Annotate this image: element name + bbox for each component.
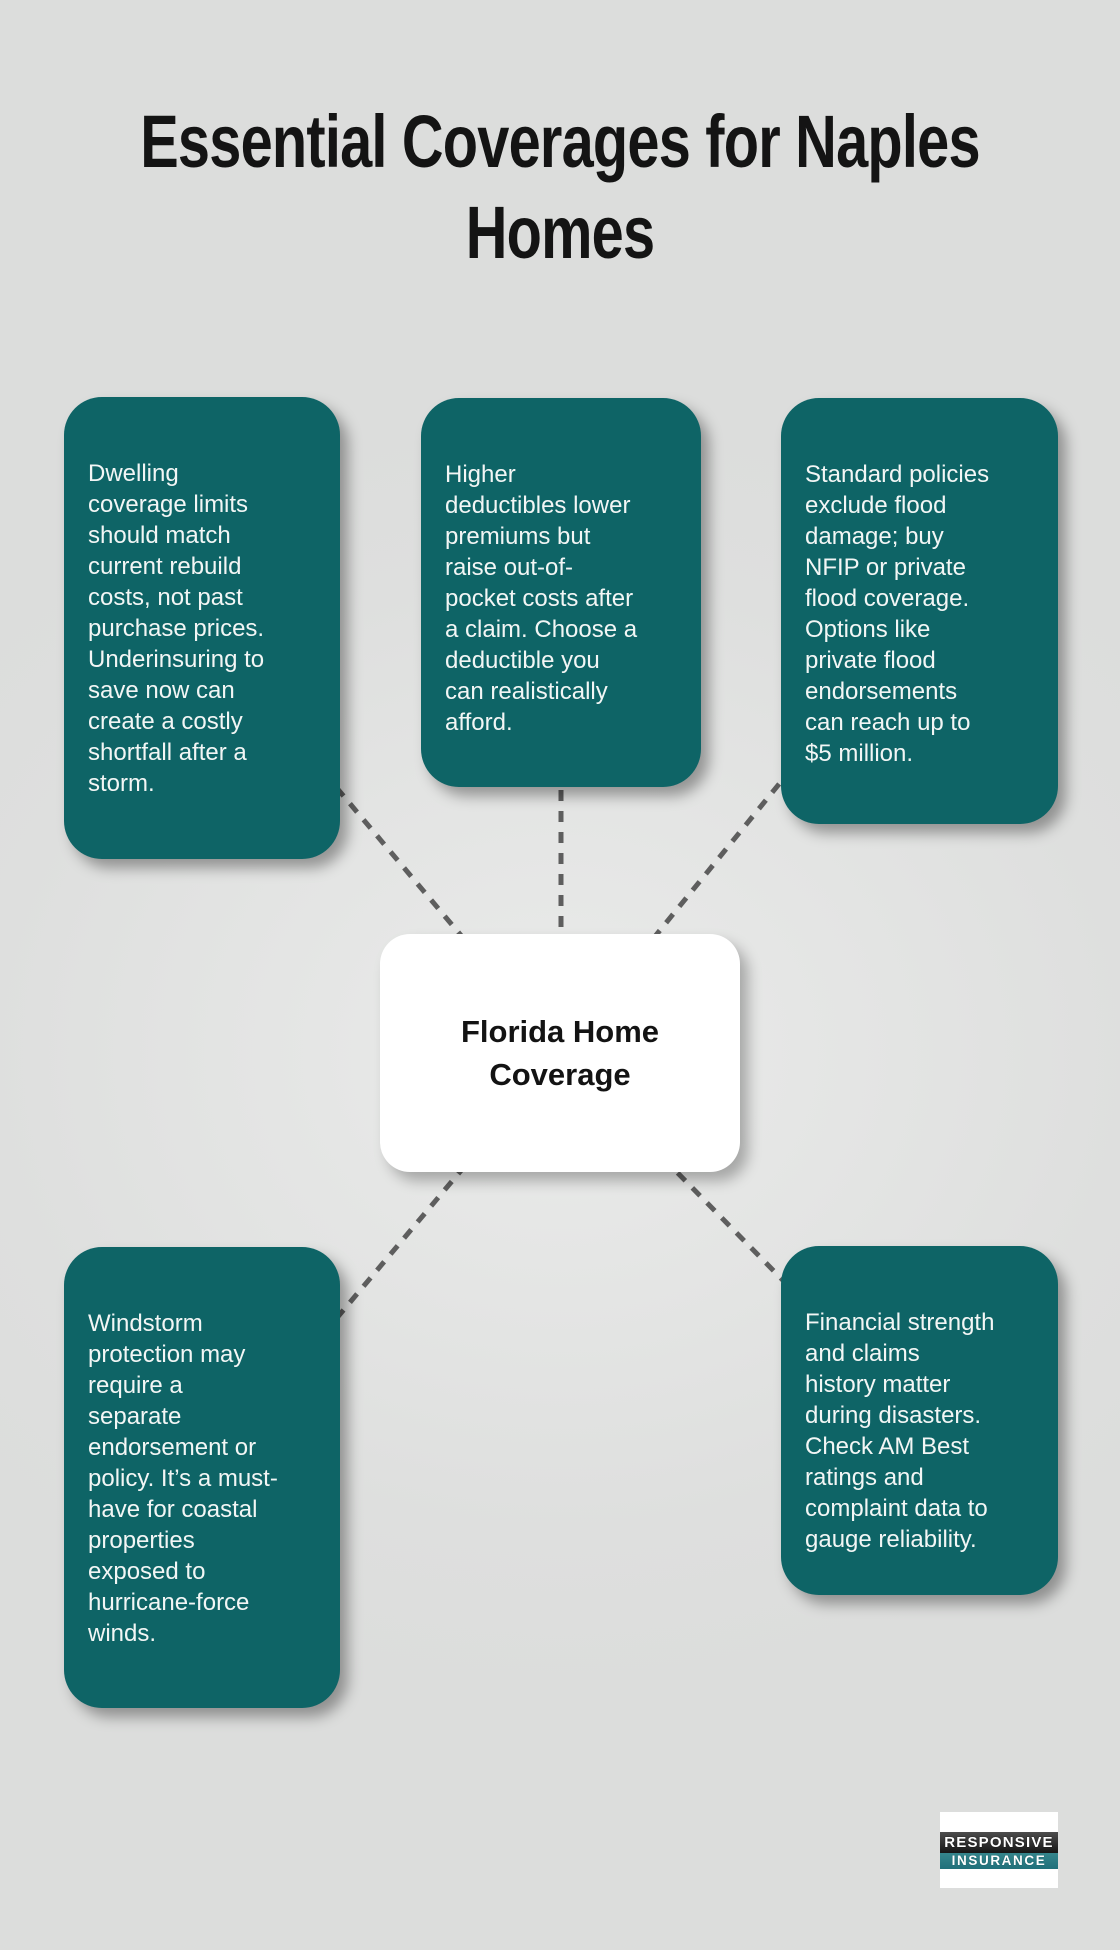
branch-node-text: Higher deductibles lower premiums but ra… xyxy=(445,461,638,736)
branch-node-text: Dwelling coverage limits should match cu… xyxy=(88,460,265,797)
branch-node-windstorm: Windstorm protection may require a separ… xyxy=(64,1247,340,1708)
branch-node-flood-coverage: Standard policies exclude flood damage; … xyxy=(781,398,1058,824)
branch-node-financial-strength: Financial strength and claims history ma… xyxy=(781,1246,1058,1595)
page-title: Essential Coverages for Naples Homes xyxy=(140,100,980,274)
logo-line-insurance: INSURANCE xyxy=(940,1852,1058,1869)
responsive-insurance-logo: RESPONSIVE INSURANCE xyxy=(940,1812,1058,1888)
branch-node-text: Windstorm protection may require a separ… xyxy=(88,1310,278,1647)
logo-line-responsive: RESPONSIVE xyxy=(940,1831,1058,1853)
branch-node-dwelling-coverage: Dwelling coverage limits should match cu… xyxy=(64,397,340,859)
center-node-label: Florida Home Coverage xyxy=(460,1014,660,1092)
branch-node-text: Standard policies exclude flood damage; … xyxy=(805,461,990,767)
center-node-florida-home-coverage: Florida Home Coverage xyxy=(380,934,740,1172)
branch-node-text: Financial strength and claims history ma… xyxy=(805,1309,995,1553)
branch-node-deductibles: Higher deductibles lower premiums but ra… xyxy=(421,398,701,787)
